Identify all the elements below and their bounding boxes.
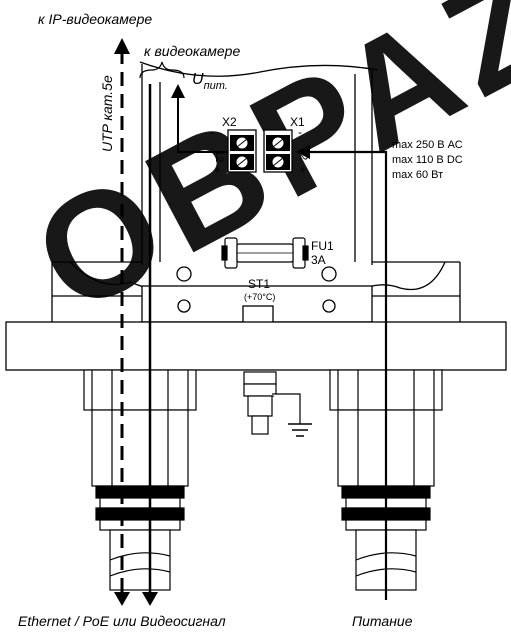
x2-label: X2 [222, 115, 237, 129]
spec-power: max 60 Вт [392, 169, 443, 181]
video-cable [142, 84, 158, 606]
camera-brace [139, 61, 185, 79]
u-supply-label: Uпит. [192, 71, 228, 92]
x1-minus: - [298, 125, 302, 139]
utp-cable [114, 38, 130, 606]
terminal-block-x2 [227, 129, 257, 173]
power-in-arrow-icon [296, 145, 310, 159]
x2-plus: + [214, 163, 221, 177]
spec-dc: max 110 В DC [392, 154, 463, 166]
thermostat-name: ST1 [248, 277, 270, 291]
fuse-rating: 3A [311, 253, 326, 267]
power-in-wire [296, 145, 388, 600]
utp-label: UTP кат.5е [99, 75, 115, 152]
ground-icon [288, 423, 312, 437]
bottom-right-label: Питание [352, 613, 413, 629]
utp-arrow-down-icon [114, 592, 130, 606]
cable-gland-left [83, 369, 197, 591]
power-out-arrow-up-icon [171, 84, 185, 98]
base-flange [51, 261, 461, 325]
fuse-name: FU1 [311, 239, 334, 253]
bottom-left-label: Ethernet / PoE или Видеосигнал [18, 613, 226, 629]
x1-label: X1 [290, 115, 305, 129]
x2-12: 12 [213, 150, 225, 162]
power-out-wire [171, 84, 228, 153]
x2-minus: - [210, 125, 214, 139]
device-housing [139, 61, 379, 265]
ip-camera-label: к IP-видеокамере [38, 11, 152, 27]
thermostat-temp: (+70°C) [244, 292, 275, 302]
camera-label: к видеокамере [144, 43, 240, 59]
video-arrow-down-icon [142, 592, 158, 606]
fuse-fu1 [221, 237, 309, 269]
x1-plus: + [299, 163, 306, 177]
utp-arrow-up-icon [114, 38, 130, 54]
ground-terminal [243, 371, 301, 435]
mounting-bar [5, 321, 507, 371]
terminal-block-x1 [263, 129, 293, 173]
spec-ac: max 250 В АС [392, 139, 463, 151]
